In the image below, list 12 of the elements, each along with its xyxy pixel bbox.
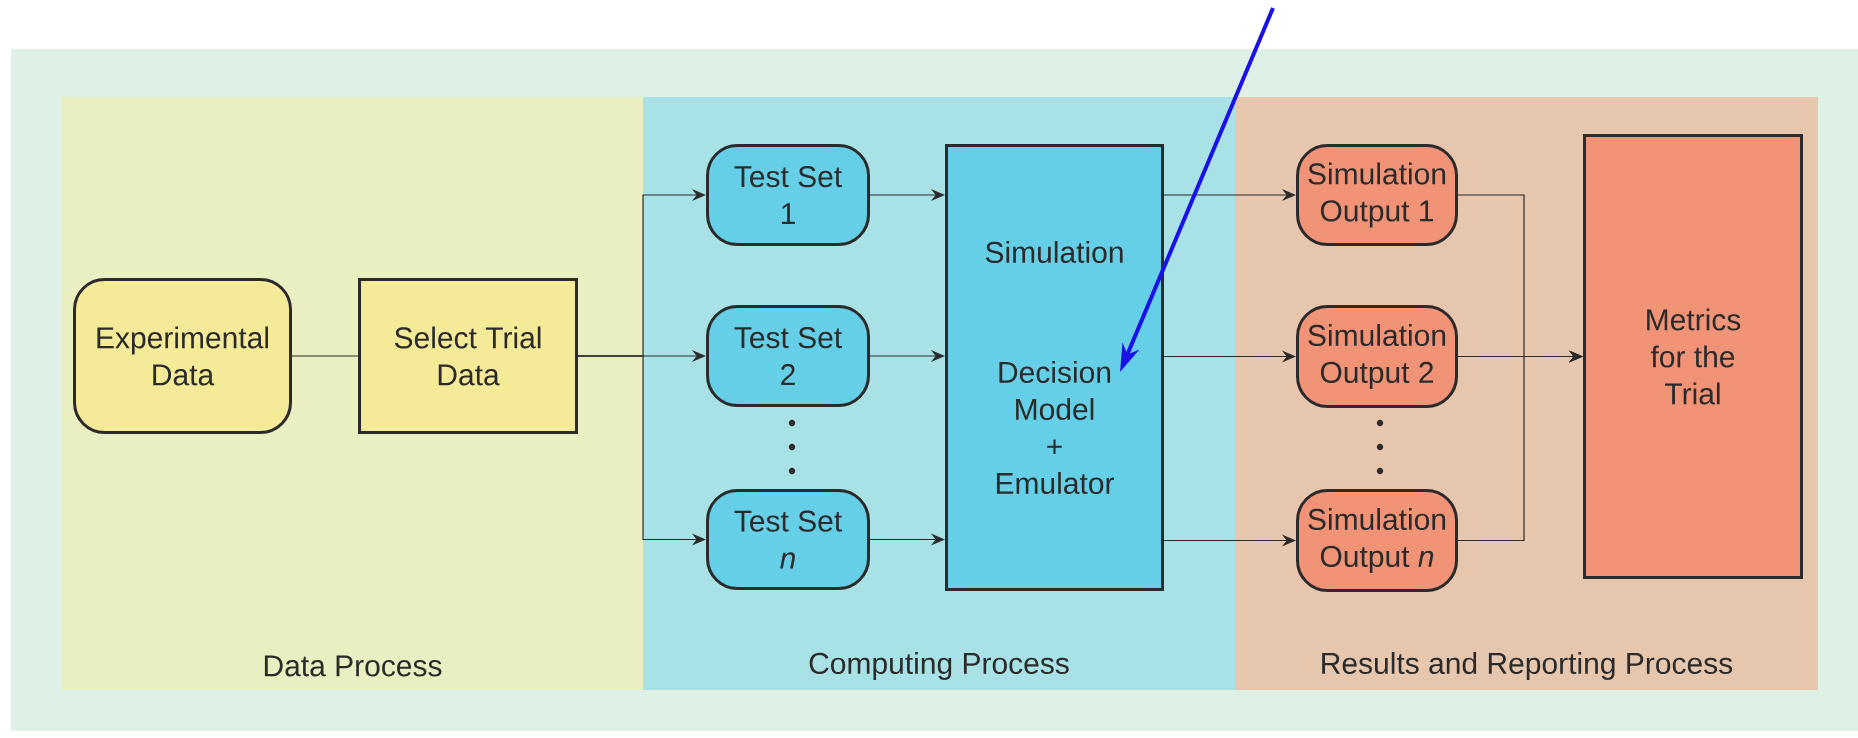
process-box: Test Set 2: [706, 305, 870, 407]
process-box: Metrics for the Trial: [1583, 134, 1803, 579]
arrow: [1457, 350, 1583, 542]
process-box: Simulation Output 1: [1296, 144, 1458, 246]
process-box: Test Set 1: [706, 144, 870, 246]
process-box: Experimental Data: [73, 278, 292, 434]
process-box: Select Trial Data: [358, 278, 578, 434]
process-box: Simulation Output n: [1296, 489, 1458, 592]
process-box: Simulation Decision Model + Emulator: [945, 144, 1164, 591]
process-box: Test Set n: [706, 489, 870, 590]
process-box: Simulation Output 2: [1296, 305, 1458, 408]
connector-line: [291, 355, 359, 357]
